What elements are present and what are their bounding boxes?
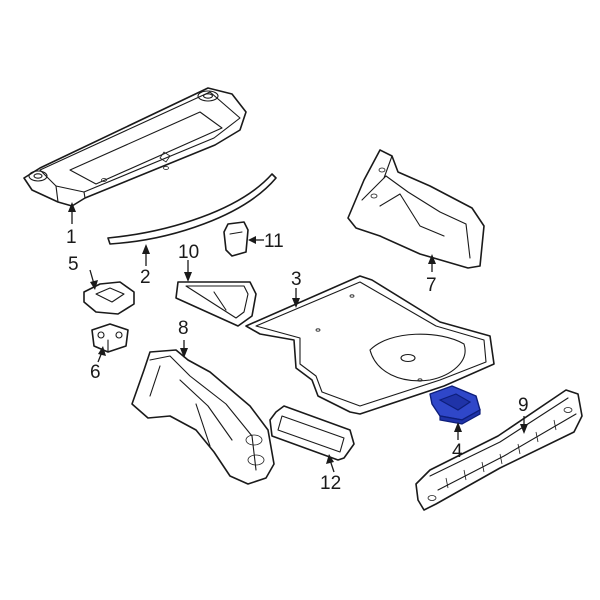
part-10-tray[interactable] (175, 281, 257, 327)
callout-7: 7 (426, 275, 437, 296)
part-12-seal[interactable] (269, 405, 355, 461)
callout-1: 1 (66, 227, 77, 248)
part-1-package-tray[interactable] (23, 87, 247, 207)
callout-12: 12 (320, 473, 341, 494)
part-8-side-trim-left[interactable] (131, 349, 275, 485)
part-5-bracket[interactable] (83, 281, 135, 315)
callout-2: 2 (140, 267, 151, 288)
callout-labels: 1 2 3 4 5 6 7 8 9 10 11 12 (66, 227, 529, 494)
part-7-side-trim[interactable] (347, 149, 485, 269)
part-2-weatherstrip[interactable] (107, 173, 277, 245)
part-11-pad[interactable] (223, 221, 249, 257)
part-6-clip[interactable] (91, 323, 129, 353)
part-4-highlighted-bracket[interactable] (429, 385, 481, 425)
callout-3: 3 (291, 269, 302, 290)
callout-8: 8 (178, 318, 189, 339)
leader-lines (68, 202, 528, 473)
callout-10: 10 (178, 242, 199, 263)
callout-5: 5 (68, 254, 79, 275)
part-3-trunk-mat[interactable] (245, 275, 495, 415)
part-9-sill-plate[interactable] (415, 389, 583, 511)
callout-4: 4 (452, 441, 463, 462)
callout-9: 9 (518, 395, 529, 416)
callout-6: 6 (90, 362, 101, 383)
callout-11: 11 (264, 231, 284, 252)
